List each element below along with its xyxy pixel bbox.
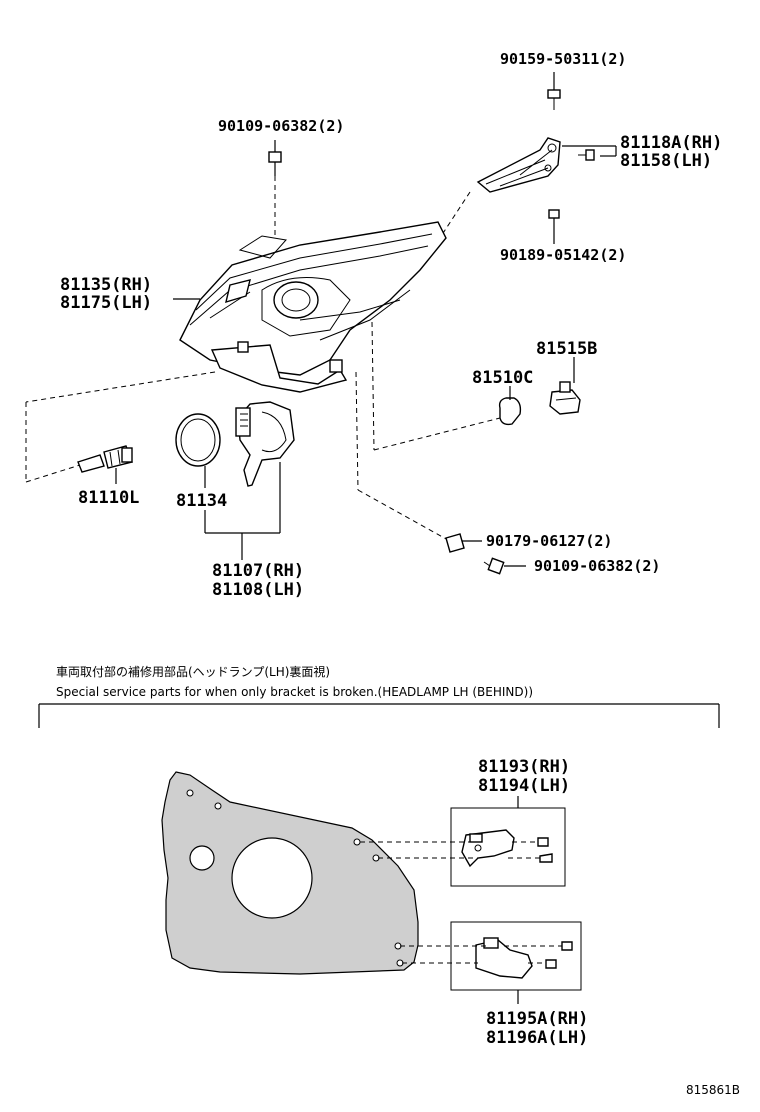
label-kit-a-rh: 81193(RH)	[478, 757, 570, 777]
note-japanese: 車両取付部の補修用部品(ヘッドランプ(LH)裏面視)	[56, 664, 330, 679]
kit-81193-box	[450, 807, 566, 887]
label-screw-90109: 90109-06382(2)	[534, 557, 660, 575]
upper-bracket-icon	[476, 137, 561, 193]
clip-nut-90179-icon	[445, 533, 465, 553]
kit-81193-bracket-icon	[461, 829, 553, 868]
gasket-81134-icon	[175, 413, 221, 467]
label-cover-lh: 81108(LH)	[212, 580, 304, 600]
small-screw-icon	[578, 149, 595, 161]
label-kit-b-lh: 81196A(LH)	[486, 1028, 588, 1048]
label-bracket-rh: 81118A(RH)	[620, 133, 722, 153]
bolt-90159-icon	[547, 72, 561, 110]
kit-81195-bracket-icon	[475, 937, 573, 979]
label-screw-bracket: 90189-05142(2)	[500, 246, 626, 264]
lamp-housing-back-icon	[161, 771, 419, 975]
label-lamp-rh: 81135(RH)	[60, 275, 152, 295]
screw-90189-icon	[548, 209, 560, 232]
label-lamp-lh: 81175(LH)	[60, 293, 152, 313]
label-nut-90179: 90179-06127(2)	[486, 532, 612, 550]
label-kit-b-rh: 81195A(RH)	[486, 1009, 588, 1029]
cover-81107-icon	[235, 401, 295, 487]
label-cover-rh: 81107(RH)	[212, 561, 304, 581]
socket-81515b-icon	[549, 381, 581, 415]
label-bulb-81110l: 81110L	[78, 488, 139, 508]
screw-90109-top-icon	[268, 151, 282, 176]
bulb-81110l-icon	[77, 445, 133, 473]
screw-90109-bottom-icon	[483, 557, 505, 575]
label-screw-lamp: 90109-06382(2)	[218, 117, 344, 135]
label-kit-a-lh: 81194(LH)	[478, 776, 570, 796]
headlamp-assembly-icon	[179, 221, 447, 393]
label-socket-81515b: 81515B	[536, 339, 597, 359]
diagram-code: 815861B	[686, 1083, 740, 1097]
label-bulb-81510c: 81510C	[472, 368, 533, 388]
label-bolt-top: 90159-50311(2)	[500, 50, 626, 68]
kit-81195-box	[450, 921, 582, 991]
bulb-81510c-icon	[498, 397, 522, 426]
label-gasket-81134: 81134	[176, 491, 227, 511]
label-bracket-lh: 81158(LH)	[620, 151, 712, 171]
note-english: Special service parts for when only brac…	[56, 685, 533, 699]
